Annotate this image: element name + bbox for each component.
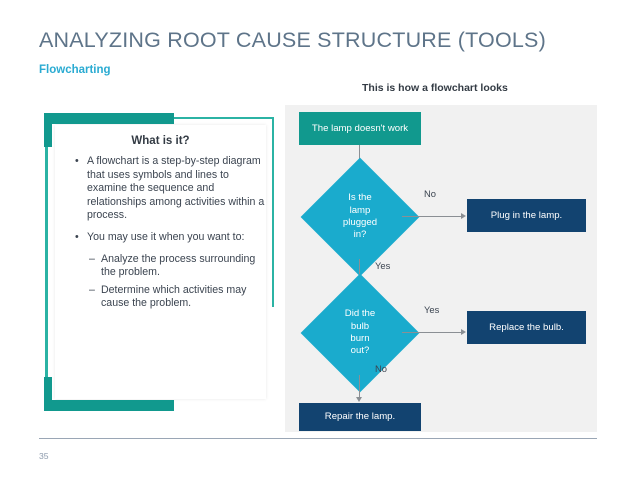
edge-label-decision2-yes: Yes xyxy=(424,304,440,315)
flowchart-caption: This is how a flowchart looks xyxy=(362,82,508,94)
list-item: – Analyze the process surrounding the pr… xyxy=(73,253,269,280)
dash-marker-icon: – xyxy=(89,252,95,265)
list-item-text: A flowchart is a step-by-step diagram th… xyxy=(87,155,265,222)
definition-card-bullets: • A flowchart is a step-by-step diagram … xyxy=(73,155,269,311)
bracket-thin-right-rule xyxy=(272,117,274,307)
flow-node-decision1-label: Is the lamp plugged in? xyxy=(342,192,378,241)
bullet-marker-icon: • xyxy=(75,155,79,167)
flow-node-decision2-label: Did the bulb burn out? xyxy=(344,308,376,357)
arrowhead-icon xyxy=(356,397,362,402)
definition-card-heading: What is it? xyxy=(131,135,190,147)
flow-node-action3: Repair the lamp. xyxy=(299,403,421,431)
bracket-top-bar xyxy=(44,113,174,124)
bracket-bottom-bar xyxy=(44,400,174,411)
edge-label-decision1-no: No xyxy=(424,188,436,199)
page-number: 35 xyxy=(39,451,49,461)
list-item-text: You may use it when you want to: xyxy=(87,230,245,243)
connector-decision2-to-action2 xyxy=(402,332,464,333)
connector-start-to-decision1 xyxy=(359,145,360,169)
flow-node-start: The lamp doesn't work xyxy=(299,112,421,145)
bracket-left-thin-rule xyxy=(45,147,48,377)
definition-card: What is it? • A flowchart is a step-by-s… xyxy=(39,113,280,411)
flowchart-panel: The lamp doesn't work Is the lamp plugge… xyxy=(285,105,597,432)
flow-node-action2: Replace the bulb. xyxy=(467,311,586,344)
page-subtitle: Flowcharting xyxy=(39,64,111,76)
connector-decision1-to-decision2 xyxy=(359,259,360,285)
connector-decision1-to-action1 xyxy=(402,216,464,217)
arrowhead-icon xyxy=(461,213,466,219)
list-item: • A flowchart is a step-by-step diagram … xyxy=(73,155,269,223)
bracket-bottom-left-bar xyxy=(44,377,52,411)
list-item: – Determine which activities may cause t… xyxy=(73,284,269,311)
flow-node-action1: Plug in the lamp. xyxy=(467,199,586,232)
arrowhead-icon xyxy=(461,329,466,335)
list-item-text: Determine which activities may cause the… xyxy=(101,283,247,310)
list-item-text: Analyze the process surrounding the prob… xyxy=(101,252,256,279)
connector-decision2-to-action3 xyxy=(359,375,360,399)
bracket-thin-top-rule xyxy=(174,117,274,119)
page-title: ANALYZING ROOT CAUSE STRUCTURE (TOOLS) xyxy=(39,28,546,52)
list-item: • You may use it when you want to: xyxy=(73,231,269,245)
edge-label-decision2-no: No xyxy=(375,363,387,374)
flow-node-decision2: Did the bulb burn out? xyxy=(300,273,420,393)
footer-divider xyxy=(39,438,597,439)
bracket-top-left-bar xyxy=(44,113,52,147)
bullet-marker-icon: • xyxy=(75,230,79,243)
definition-card-body xyxy=(55,125,266,399)
flow-node-decision1: Is the lamp plugged in? xyxy=(300,157,420,277)
edge-label-decision1-yes: Yes xyxy=(375,260,391,271)
dash-marker-icon: – xyxy=(89,283,95,296)
